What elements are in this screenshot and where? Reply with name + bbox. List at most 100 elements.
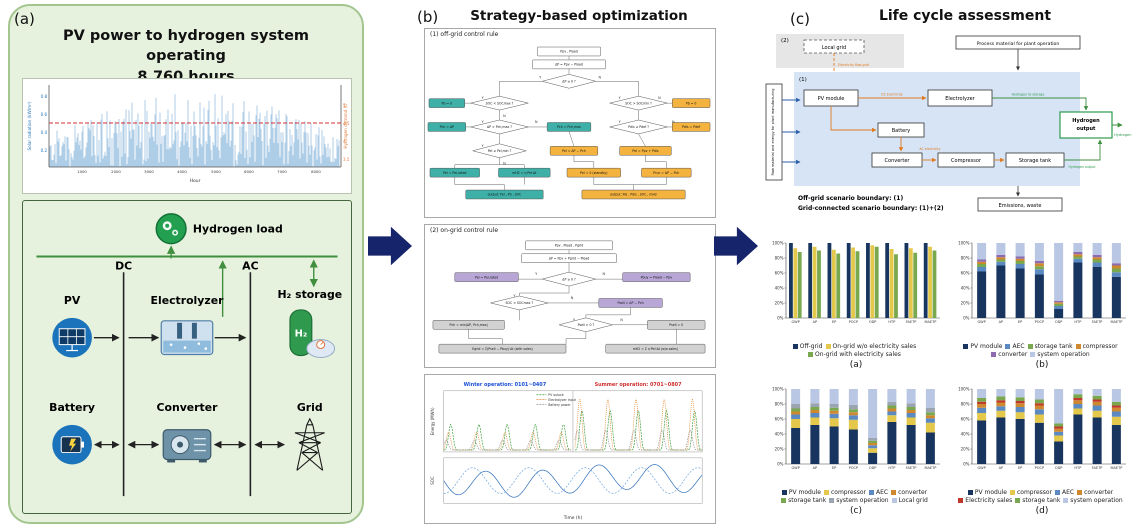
svg-text:Pel = Ppv + Pdis: Pel = Ppv + Pdis [632, 149, 658, 153]
svg-text:N: N [503, 162, 506, 166]
y-axis-label-left: Solar radiation (kW/m²) [27, 101, 32, 150]
xtick: 4000 [177, 169, 187, 174]
svg-text:AP: AP [999, 320, 1004, 324]
svg-text:EP: EP [1018, 466, 1022, 470]
svg-text:EP: EP [832, 320, 836, 324]
svg-text:0%: 0% [963, 461, 970, 466]
svg-text:Pbuy = Pload − Ppv: Pbuy = Pload − Ppv [641, 275, 673, 279]
svg-text:Y: Y [482, 144, 485, 148]
svg-text:20%: 20% [775, 446, 784, 451]
summer-title: Summer operation: 0701~0807 [595, 382, 682, 388]
panel-c: (c) Life cycle assessment (2) Local grid… [760, 0, 1139, 528]
svg-text:N: N [672, 120, 675, 124]
on-grid-flowchart-title: (2) on-grid control rule [430, 227, 499, 234]
ytick: 0.4 [41, 130, 48, 135]
svg-text:Y: Y [539, 75, 542, 79]
svg-text:Pb = 0: Pb = 0 [442, 101, 453, 105]
svg-text:100%: 100% [958, 386, 970, 391]
panel-b: (b) Strategy-based optimization (1) off-… [414, 0, 716, 528]
svg-text:POCP: POCP [849, 320, 858, 324]
svg-text:Pdis ≥ Pdef ?: Pdis ≥ Pdef ? [628, 125, 649, 129]
svg-text:Pch = ΔP: Pch = ΔP [440, 125, 454, 129]
svg-text:80%: 80% [775, 401, 784, 406]
system-diagram: DC AC Hydrogen load PV Electrolyzer H₂ s… [22, 200, 352, 514]
system-diagram-svg: DC AC Hydrogen load PV Electrolyzer H₂ s… [36, 213, 342, 497]
winter-title: Winter operation: 0101~0407 [464, 382, 547, 388]
svg-text:Psell > 0 ?: Psell > 0 ? [578, 323, 595, 327]
flow-arrow-1 [368, 226, 412, 266]
panel-b-label: (b) [417, 8, 439, 26]
x-axis-label: Hour [190, 178, 201, 184]
svg-text:MAETP: MAETP [924, 320, 936, 324]
svg-text:Pel = Pel,rated: Pel = Pel,rated [475, 275, 498, 279]
pv-icon [52, 317, 92, 358]
ac-flow-label: AC electricity [919, 147, 940, 151]
lca-chart-b-sublabel: (b) [1035, 360, 1049, 370]
svg-text:0%: 0% [777, 315, 784, 320]
svg-text:Battery power: Battery power [548, 403, 571, 407]
svg-text:FAETP: FAETP [1092, 320, 1103, 324]
lca-chart-c-sublabel: (c) [850, 506, 862, 516]
svg-text:output: Pel , Pb , SOC: output: Pel , Pb , SOC [488, 193, 523, 197]
svg-text:Pel = ΔP − Pch: Pel = ΔP − Pch [562, 149, 586, 153]
svg-text:60%: 60% [961, 270, 970, 275]
h2-output-flow-label: Hydrogen output [1068, 165, 1096, 169]
svg-text:Y: Y [482, 120, 485, 124]
svg-text:POCP: POCP [1035, 320, 1044, 324]
svg-text:MAETP: MAETP [1110, 466, 1122, 470]
svg-text:60%: 60% [775, 270, 784, 275]
ytick: 0.8 [41, 94, 48, 99]
zone-1-region [794, 72, 1080, 186]
svg-text:SOC < SOCmax ?: SOC < SOCmax ? [506, 301, 534, 305]
xtick: 6000 [244, 169, 254, 174]
panel-c-label: (c) [790, 10, 810, 28]
svg-text:N: N [535, 120, 538, 124]
svg-text:GWP: GWP [791, 320, 799, 324]
svg-text:POCP: POCP [849, 466, 858, 470]
svg-text:GWP: GWP [791, 466, 799, 470]
svg-text:FAETP: FAETP [906, 466, 917, 470]
hydrogen-output-label-2: output [1077, 126, 1097, 132]
svg-text:Y: Y [482, 96, 485, 100]
h2-storage-icon: H₂ [289, 309, 336, 358]
ytick: 4 [343, 139, 346, 144]
compressor-box-label: Compressor [951, 158, 982, 164]
svg-text:80%: 80% [961, 401, 970, 406]
svg-text:mH2 = η·Pel·Δt: mH2 = η·Pel·Δt [512, 171, 537, 175]
svg-text:Ppv , Pload , Pgrid: Ppv , Pload , Pgrid [555, 244, 584, 248]
svg-text:0%: 0% [963, 315, 970, 320]
svg-text:HTP: HTP [888, 320, 895, 324]
svg-text:SOC > SOCmin ?: SOC > SOCmin ? [625, 101, 652, 105]
svg-text:20%: 20% [775, 300, 784, 305]
svg-text:Y: Y [513, 294, 516, 298]
svg-text:ΔP = Ppv + Pgrid − Pload: ΔP = Ppv + Pgrid − Pload [549, 256, 590, 260]
svg-text:mH2 = Σ η·Pel·Δt (w/o sales): mH2 = Σ η·Pel·Δt (w/o sales) [633, 347, 678, 351]
svg-text:N: N [571, 296, 574, 300]
svg-text:PV output: PV output [548, 393, 564, 397]
svg-text:Pel ≥ Pel,min ?: Pel ≥ Pel,min ? [488, 149, 512, 153]
svg-text:ODP: ODP [869, 466, 877, 470]
svg-text:Pb = 0: Pb = 0 [686, 101, 697, 105]
storage-tank-label: Storage tank [1019, 158, 1051, 164]
svg-text:Y: Y [573, 318, 576, 322]
pv-module-label: PV module [818, 96, 845, 102]
lca-chart-a-sublabel: (a) [849, 360, 863, 370]
lca-chart-d-sublabel: (d) [1035, 506, 1049, 516]
ytick: 0.2 [41, 148, 48, 153]
h2-storage-flow-label: Hydrogen to storage [1012, 93, 1045, 97]
op-y-label-bottom: SOC [430, 476, 435, 485]
ytick: 5 [343, 103, 346, 108]
svg-text:EP: EP [1018, 320, 1022, 324]
svg-text:Psell = 0: Psell = 0 [669, 323, 683, 327]
svg-text:GWP: GWP [977, 466, 985, 470]
svg-text:Psell = ΔP − Pch: Psell = ΔP − Pch [617, 301, 643, 305]
